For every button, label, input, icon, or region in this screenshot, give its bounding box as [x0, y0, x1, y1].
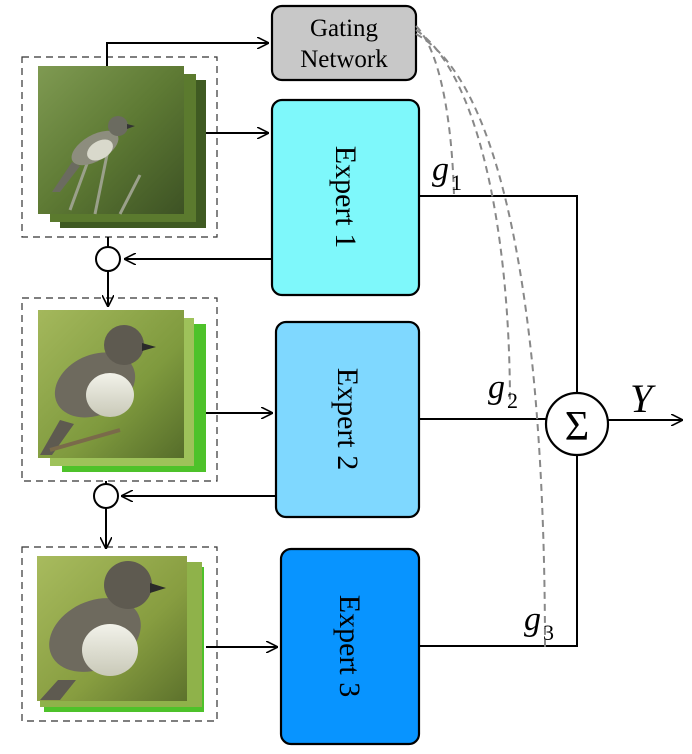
expert-2: Expert 2 [274, 320, 421, 519]
output-label: Y [630, 376, 656, 421]
expert-1: Expert 1 [270, 98, 421, 297]
svg-text:2: 2 [507, 388, 518, 413]
gating-network-box [270, 4, 418, 82]
expert-2-label: Expert 2 [331, 368, 364, 470]
expert-1-label: Expert 1 [329, 146, 362, 248]
expert-3-label: Expert 3 [333, 595, 366, 697]
image-stack-2 [21, 297, 218, 482]
attention-node-1 [95, 246, 121, 272]
image-stack-1 [21, 56, 218, 238]
svg-text:3: 3 [543, 620, 554, 645]
gating-network-line1: Gating [310, 15, 379, 42]
gating-network-line2: Network [300, 46, 388, 73]
gating-curve-1 [415, 25, 455, 197]
gate-label-1: g 1 [432, 151, 462, 195]
gating-signals [415, 25, 546, 651]
svg-text:1: 1 [451, 170, 462, 195]
gating-curve-2 [415, 29, 511, 406]
sum-node: Σ [544, 391, 610, 457]
expert-3: Expert 3 [279, 547, 421, 746]
image-stack-3 [21, 546, 218, 722]
gating-curve-3 [415, 33, 546, 651]
expert-1-box [270, 98, 421, 297]
line-expert1-to-sum [419, 195, 578, 397]
gating-network: Gating Network [270, 4, 418, 82]
crop-box-2 [21, 297, 218, 482]
connections [106, 43, 682, 647]
gate-label-2: g 2 [488, 369, 518, 413]
gate-label-3: g 3 [524, 601, 554, 645]
line-expert3-to-sum [419, 450, 578, 647]
svg-text:g: g [432, 151, 449, 188]
svg-text:g: g [524, 601, 541, 638]
crop-box-3 [21, 546, 218, 722]
svg-text:g: g [488, 369, 505, 406]
attention-node-2 [93, 483, 119, 509]
crop-box-1 [21, 56, 218, 238]
arrow-image-to-gating [106, 43, 268, 66]
sum-symbol: Σ [565, 404, 589, 450]
